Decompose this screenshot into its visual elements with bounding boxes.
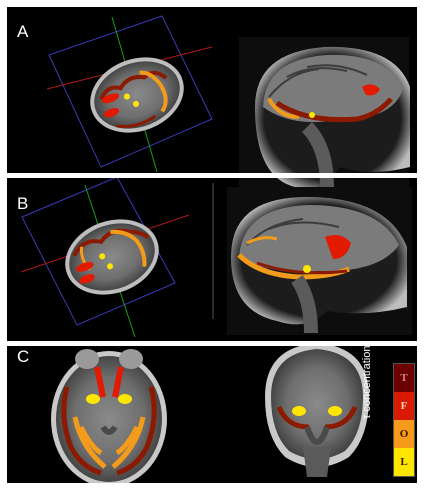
legend-item-f: F <box>394 392 414 420</box>
panel-b <box>20 176 412 338</box>
panel-b-3d-slice <box>20 176 190 338</box>
panel-b-sagittal <box>227 187 412 335</box>
panel-c <box>51 343 369 483</box>
legend-item-o: O <box>394 420 414 448</box>
panel-c-axial <box>51 349 167 483</box>
mri-drawing <box>20 15 412 483</box>
legend-title: τ concentration <box>361 345 373 419</box>
divider-b-c <box>7 341 417 346</box>
legend-item-l: L <box>394 448 414 476</box>
mri-figure: A B C τ concentration T F O L <box>7 7 417 483</box>
panel-c-coronal <box>265 343 369 477</box>
legend-item-t: T <box>394 364 414 392</box>
panel-a-sagittal <box>239 37 410 190</box>
divider-a-b <box>7 173 417 178</box>
color-legend: T F O L <box>393 363 415 477</box>
panel-a-3d-slice <box>46 15 213 173</box>
panel-label-a: A <box>17 22 29 41</box>
panel-label-c: C <box>17 347 30 366</box>
panel-a <box>46 15 410 190</box>
panel-label-b: B <box>17 194 29 213</box>
